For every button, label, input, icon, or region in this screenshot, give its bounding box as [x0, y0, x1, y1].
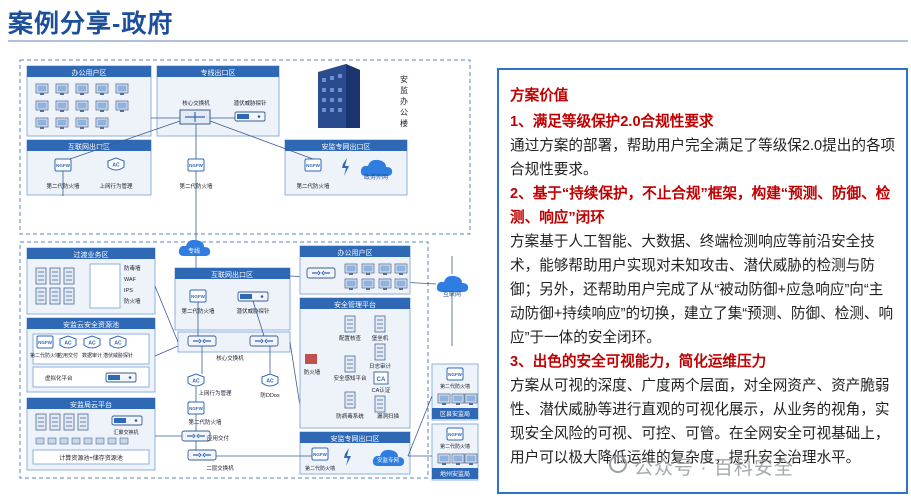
- watermark: 公众号 · 百科安全: [634, 458, 794, 479]
- svg-text:安监云安全资源池: 安监云安全资源池: [63, 320, 119, 329]
- title-divider: [8, 40, 908, 42]
- svg-text:安监专网出口区: 安监专网出口区: [331, 434, 380, 443]
- svg-text:防火墙: 防火墙: [304, 368, 321, 376]
- value-1-text: 通过方案的部署，帮助用户完全满足了等级保2.0提出的各项合规性要求。: [510, 138, 896, 178]
- zone-security-dedicated-top: 安监专网出口区 第二代防火墙 政务外网: [284, 139, 408, 196]
- svg-text:堡垒机: 堡垒机: [372, 334, 389, 342]
- svg-text:漏洞扫描: 漏洞扫描: [377, 412, 400, 420]
- svg-text:过渡业务区: 过渡业务区: [74, 250, 109, 259]
- svg-text:应用交付: 应用交付: [207, 434, 230, 442]
- svg-text:潜伏威胁探针: 潜伏威胁探针: [103, 352, 133, 359]
- svg-text:上网行为管理: 上网行为管理: [99, 182, 133, 190]
- svg-text:政务外网: 政务外网: [364, 173, 388, 181]
- svg-text:潜伏威胁探针: 潜伏威胁探针: [236, 307, 270, 315]
- value-2-text: 方案基于人工智能、大数据、终端检测响应等前沿安全技术，能够帮助用户实现对未知攻击…: [510, 234, 894, 346]
- svg-text:IPS: IPS: [124, 288, 133, 294]
- zone-security-mgmt-platform: 安全管理平台 防火墙 配置核查 堡垒机 日志审计 安全感知平台 CA CA认证 …: [299, 297, 411, 429]
- value-2-heading: 2、基于“持续保护，不止合规”框架，构建“预测、防御、检测、响应”闭环: [510, 186, 891, 226]
- svg-text:第二代防火墙: 第二代防火墙: [440, 443, 470, 450]
- svg-text:WAF: WAF: [124, 277, 137, 283]
- svg-text:安全管理平台: 安全管理平台: [334, 300, 376, 309]
- svg-text:二层交换机: 二层交换机: [206, 464, 234, 472]
- value-3-text: 方案从可视的深度、广度两个层面，对全网资产、资产脆弱性、潜伏威胁等进行直观的可视…: [510, 378, 890, 466]
- core-switch-mid: 核心交换机: [177, 331, 291, 362]
- solution-value-panel: 方案价值 1、满足等级保护2.0合规性要求 通过方案的部署，帮助用户完全满足了等…: [497, 68, 908, 494]
- zone-egress-top-label: 专线出口区: [201, 68, 236, 77]
- svg-text:第二代防火墙: 第二代防火墙: [30, 352, 60, 359]
- zone-office-mid: 办公用户区: [299, 245, 411, 295]
- svg-text:防DDos: 防DDos: [260, 391, 280, 399]
- svg-text:防病毒系统: 防病毒系统: [336, 412, 364, 420]
- svg-text:安全感知平台: 安全感知平台: [333, 374, 367, 382]
- zone-security-cloud-platform: 安监局云平台 汇聚交换机 计算资源池+储存资源池: [26, 397, 156, 471]
- svg-text:第二代防火墙: 第二代防火墙: [305, 465, 335, 472]
- network-topology-diagram: NGFW AC 办公用户区: [19, 59, 479, 481]
- svg-text:数据审计: 数据审计: [82, 352, 102, 359]
- zone-egress-top: 专线出口区 核心交换机 潜伏威胁探针: [156, 65, 280, 137]
- threat-probe-top-label: 潜伏威胁探针: [233, 99, 267, 107]
- svg-text:安监专网出口区: 安监专网出口区: [322, 142, 371, 151]
- svg-text:第二代防火墙: 第二代防火墙: [440, 383, 470, 390]
- svg-text:CA: CA: [377, 377, 386, 383]
- svg-text:日志审计: 日志审计: [369, 362, 392, 370]
- building-label: 安监办公楼: [400, 74, 408, 128]
- svg-text:互联网出口区: 互联网出口区: [68, 142, 110, 151]
- svg-text:区县安监局: 区县安监局: [440, 410, 470, 418]
- zone-internet-egress-mid: 互联网出口区 第二代防火墙 潜伏威胁探针: [174, 267, 291, 331]
- svg-text:计算资源池+储存资源池: 计算资源池+储存资源池: [59, 454, 123, 462]
- svg-text:核心交换机: 核心交换机: [216, 354, 244, 362]
- office-building: 安监办公楼: [318, 64, 408, 128]
- svg-text:互联网出口区: 互联网出口区: [211, 270, 253, 279]
- zone-transition: 过渡业务区 防毒墙 WAF IPS 防火墙: [26, 247, 156, 315]
- zone-office-top-label: 办公用户区: [72, 68, 107, 77]
- svg-text:专线: 专线: [188, 247, 200, 255]
- svg-text:CA认证: CA认证: [372, 386, 391, 394]
- zone-office-top: 办公用户区: [26, 65, 152, 137]
- zone-internet-egress-top: 互联网出口区 第二代防火墙 上网行为管理: [26, 139, 152, 196]
- panel-heading: 方案价值: [510, 88, 569, 104]
- svg-text:防火墙: 防火墙: [124, 297, 141, 305]
- svg-text:应用交付: 应用交付: [58, 352, 78, 359]
- svg-text:汇聚交换机: 汇聚交换机: [113, 429, 138, 436]
- svg-text:防毒墙: 防毒墙: [124, 264, 141, 272]
- page-title: 案例分享-政府: [8, 10, 174, 38]
- watermark-logo-icon: [609, 455, 627, 473]
- svg-text:第二代防火墙: 第二代防火墙: [188, 418, 222, 426]
- svg-text:虚拟化平台: 虚拟化平台: [45, 374, 73, 382]
- svg-text:安监专网: 安监专网: [377, 456, 400, 464]
- zone-security-dedicated-bottom: 安监专网出口区 第二代防火墙 安监专网: [299, 431, 411, 475]
- district-bureau: 第二代防火墙 区县安监局: [431, 363, 479, 421]
- svg-text:上网行为管理: 上网行为管理: [198, 389, 232, 397]
- value-3-heading: 3、出色的安全可视能力，简化运维压力: [510, 354, 767, 370]
- svg-text:配置核查: 配置核查: [339, 334, 362, 342]
- svg-text:第二代防火墙: 第二代防火墙: [296, 182, 330, 190]
- svg-text:安监局云平台: 安监局云平台: [70, 400, 112, 409]
- svg-text:地州安监局: 地州安监局: [440, 470, 470, 478]
- city-bureau: 第二代防火墙 地州安监局: [431, 423, 479, 481]
- svg-text:办公用户区: 办公用户区: [338, 248, 373, 257]
- zone-security-cloud-pool: 安监云安全资源池 第二代防火墙 应用交付 数据审计 潜伏威胁探针 虚拟化平台: [26, 317, 156, 393]
- core-switch-top-label: 核心交换机: [182, 99, 210, 107]
- value-1-heading: 1、满足等级保护2.0合规性要求: [510, 114, 714, 130]
